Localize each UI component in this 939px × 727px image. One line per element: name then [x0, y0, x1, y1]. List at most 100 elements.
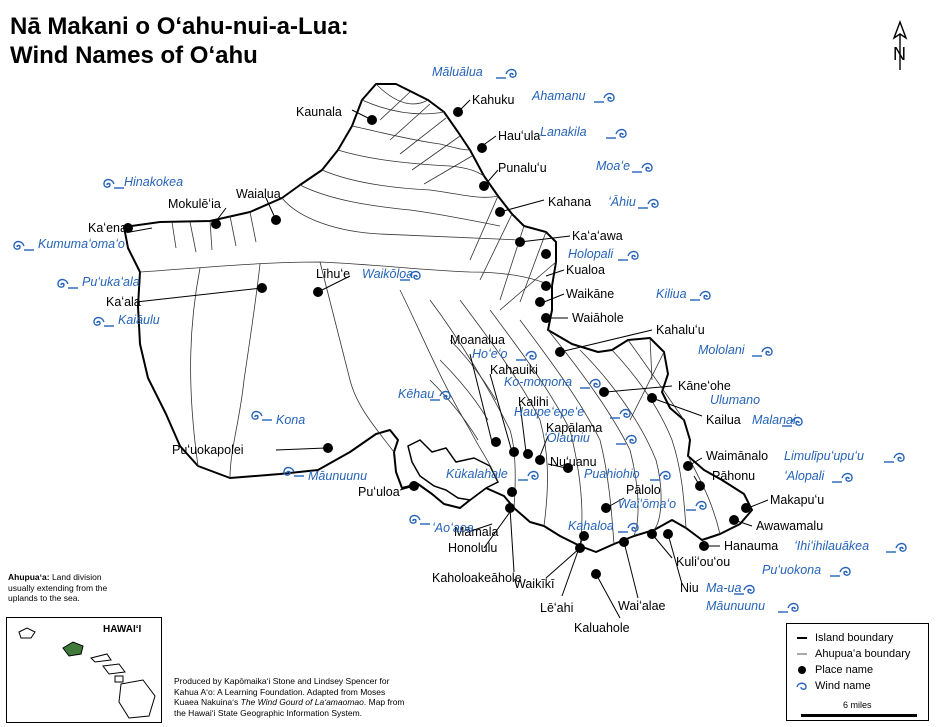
place-kaluahole: Kaluahole	[574, 621, 630, 635]
scale-label: 6 miles	[843, 700, 872, 710]
place-waialae: Waiʻalae	[618, 599, 666, 613]
credit-line-3b: The Wind Gourd of Laʻamaomao	[240, 697, 364, 707]
wind-swirl-icon	[103, 178, 124, 189]
place-pahonu: Pāhonu	[712, 469, 755, 483]
legend-wind-name-label: Wind name	[815, 680, 871, 692]
place-mokuleia: Mokulēʻia	[168, 197, 221, 211]
credit-line-2: Kahua Aʻo: A Learning Foundation. Adapte…	[174, 686, 386, 697]
ahupuaa-text-1: Land division	[51, 572, 102, 582]
place-kahauiki: Kahauiki	[490, 363, 538, 377]
wind-maunuunu-west: Māunuunu	[308, 469, 367, 483]
wind-kaiaulu: Kaiāulu	[118, 313, 160, 327]
place-mamala: Māmala	[454, 525, 499, 539]
legend-ahupuaa-boundary-label: Ahupuaʻa boundary	[815, 648, 911, 660]
place-kahuku: Kahuku	[472, 93, 514, 107]
place-kaala: Kaʻala	[106, 295, 141, 309]
wind-swirl-icon	[686, 500, 707, 511]
wind-swirl-icon	[632, 162, 653, 173]
wind-kehau: Kēhau	[398, 387, 434, 401]
place-punaluu: Punaluʻu	[498, 161, 547, 175]
wind-aoaoa: ʻAoʻaoa	[432, 521, 474, 535]
north-label: N	[893, 44, 906, 64]
place-kapalama: Kapālama	[546, 421, 602, 435]
place-nuuanu: Nuʻuanu	[550, 455, 597, 469]
place-waikiki: Waikīkī	[514, 577, 555, 591]
legend-place-name: Place name	[795, 664, 873, 676]
wind-swirl-icons	[13, 68, 907, 613]
wind-swirl-icon	[778, 602, 799, 613]
ahupuaa-note: Ahupuaʻa: Land division usually extendin…	[8, 572, 158, 604]
wind-swirl-icon	[409, 514, 430, 525]
wind-olauniu: ʻŌlauniu	[544, 431, 590, 445]
island-outline	[123, 83, 753, 553]
ahupuaa-boundary-icon	[797, 653, 807, 655]
wind-swirl-icon	[832, 472, 853, 483]
wind-moae: Moaʻe	[596, 159, 630, 173]
wind-kumumaomao: Kumumaʻomaʻo	[38, 237, 125, 251]
wind-swirl-icon	[516, 350, 537, 361]
wind-maua: Ma-ua	[706, 581, 741, 595]
wind-ihiihilauakea: ʻIhiʻihilauākea	[794, 539, 869, 553]
wind-hoeo: Hoʻeʻo	[472, 347, 507, 361]
place-kaaawa: Kaʻaʻawa	[572, 229, 623, 243]
title-line-1: Nā Makani o Oʻahu-nui-a-Lua:	[10, 13, 349, 40]
wind-swirl-icon	[13, 240, 34, 251]
wind-swirl-icon	[650, 470, 671, 481]
place-hauula: Hauʻula	[498, 129, 540, 143]
wind-kiliua: Kiliua	[656, 287, 687, 301]
wind-lanakila: Lanakila	[540, 125, 587, 139]
legend-wind-name: Wind name	[795, 680, 871, 692]
place-niu: Niu	[680, 581, 699, 595]
place-puuokapolei: Puʻuokapolei	[172, 443, 244, 457]
wind-labels: Māluālua Ahamanu Lanakila Moaʻe ʻĀhiu Ho…	[38, 65, 869, 613]
place-kaunala: Kaunala	[296, 105, 342, 119]
island-boundary-icon	[797, 637, 807, 639]
title-line-2: Wind Names of Oʻahu	[10, 42, 258, 69]
place-kalihi: Kalihi	[518, 395, 549, 409]
wind-swirl-icon	[884, 452, 905, 463]
hawaii-inset-map: HAWAIʻI	[6, 617, 162, 723]
wind-hinakokea: Hinakokea	[124, 175, 183, 189]
wind-haupeepee: Haupeʻepeʻe	[514, 405, 584, 419]
place-lihue: Līhuʻe	[316, 267, 350, 281]
place-dot-icon	[798, 666, 806, 674]
wind-swirl-icon	[57, 278, 78, 289]
wind-swirl-icon	[93, 316, 114, 327]
ahupuaa-text-2: usually extending from the	[8, 582, 108, 593]
place-kaholoakeahole: Kaholoakeāhole	[432, 571, 522, 585]
ahupuaa-boundaries	[139, 83, 721, 547]
scale-bar	[801, 714, 917, 717]
place-waialua: Waialua	[236, 187, 281, 201]
wind-puahiohio: Puahiohio	[584, 467, 640, 481]
wind-komomona: Ko-momona	[504, 375, 572, 389]
wind-swirl-icon	[796, 682, 807, 690]
wind-puukaala: Puʻukaʻala	[82, 275, 140, 289]
wind-maunuunu-east: Māunuunu	[706, 599, 765, 613]
wind-swirl-icon	[610, 408, 631, 419]
puuloa-harbor	[407, 439, 500, 501]
wind-ahamanu: Ahamanu	[531, 89, 586, 103]
place-kahana: Kahana	[548, 195, 591, 209]
wind-ahiu: ʻĀhiu	[608, 195, 636, 209]
wind-alopali: ʻAlopali	[784, 469, 826, 483]
credits-note: Produced by Kapōmaikaʻi Stone and Lindse…	[174, 676, 474, 718]
wind-maluālua: Māluālua	[432, 65, 483, 79]
hawaii-islands-graphic: HAWAIʻI	[18, 624, 156, 719]
place-leahi: Lēʻahi	[540, 601, 573, 615]
wind-swirl-icon	[886, 542, 907, 553]
ahupuaa-label: Ahupuaʻa:	[8, 572, 50, 582]
place-labels: Kaunala Kahuku Hauʻula Punaluʻu Kahana K…	[88, 93, 824, 635]
wind-mololani: Mololani	[698, 343, 746, 357]
wind-swirl-icon	[830, 566, 851, 577]
credit-line-4: the Hawaiʻi State Geographic Information…	[174, 707, 363, 718]
place-kahaluu: Kahaluʻu	[656, 323, 705, 337]
place-makapuu: Makapuʻu	[770, 493, 824, 507]
legend-island-boundary: Island boundary	[795, 632, 893, 644]
place-waikane: Waikāne	[566, 287, 614, 301]
place-kailua: Kailua	[706, 413, 741, 427]
place-hanauma: Hanauma	[724, 539, 778, 553]
wind-holopali: Holopali	[568, 247, 614, 261]
wind-kahaloa: Kahaloa	[568, 519, 614, 533]
credit-line-3a: Kuaea Nakuinaʻs	[174, 697, 241, 707]
